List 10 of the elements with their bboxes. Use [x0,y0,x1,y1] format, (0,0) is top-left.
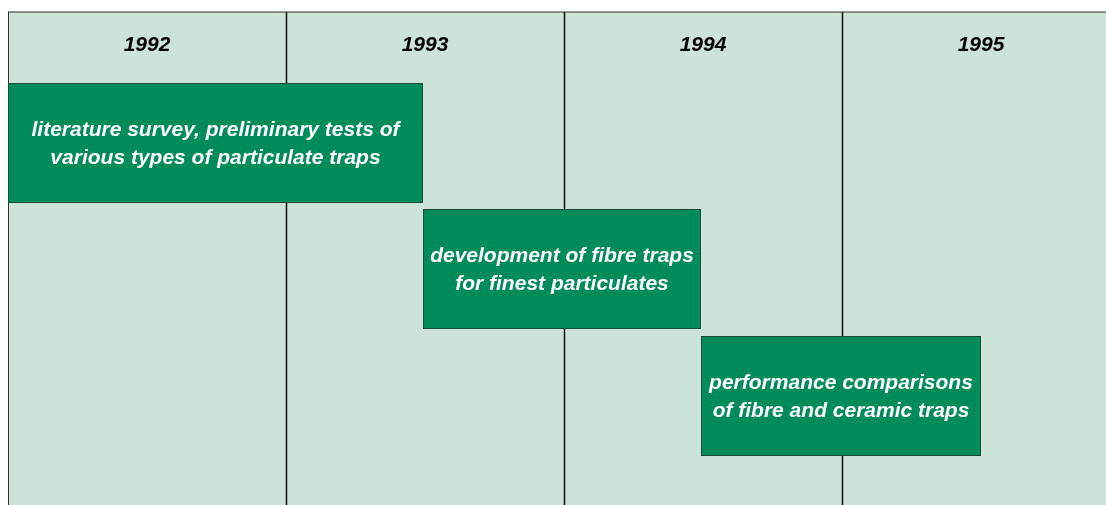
task-bar [423,209,701,329]
task-bar [8,83,423,203]
task-text: development of fibre traps for finest particulates [429,242,695,296]
year-label: 1994 [678,32,728,56]
task-text: literature survey, preliminary tests of various types of particulate traps [30,116,402,170]
task-text: performance comparisons of fibre and ceramic traps [707,369,974,423]
year-label: 1995 [956,32,1006,56]
year-label: 1993 [400,32,450,56]
task-bar [701,336,981,456]
year-label: 1992 [122,32,172,56]
